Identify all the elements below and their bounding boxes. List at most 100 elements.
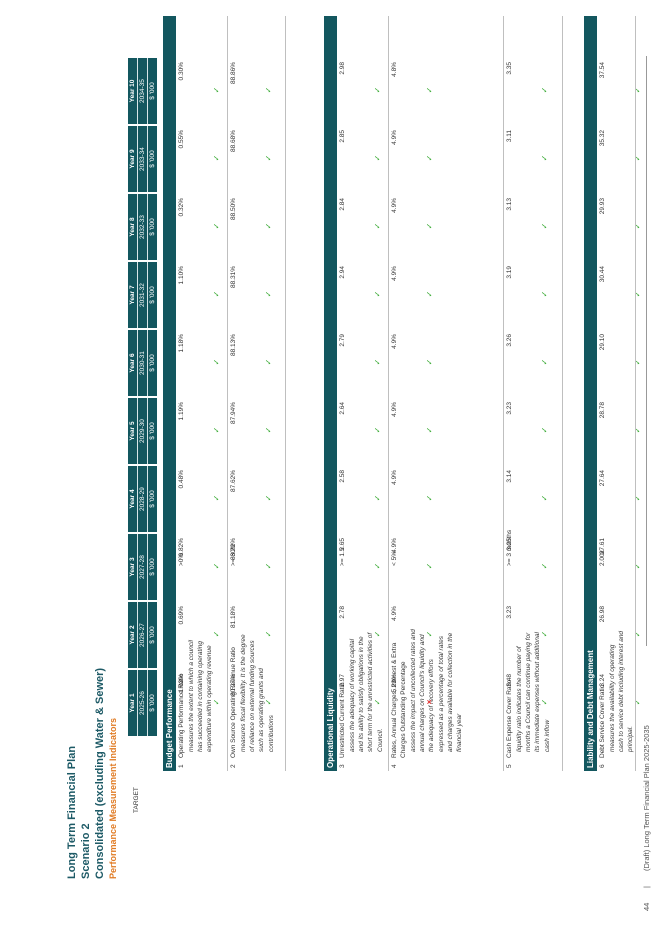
- indicator-description: has succeeded in containing operating: [197, 641, 205, 752]
- indicator-value: 5.23%: [391, 674, 398, 693]
- checkmark-icon: ✓: [373, 358, 382, 366]
- indicator-value: 3.24: [599, 674, 606, 687]
- checkmark-icon: ✓: [264, 562, 273, 570]
- indicator-number: 5: [506, 764, 513, 768]
- year-header-fy: 2027-28: [138, 534, 148, 600]
- year-header-unit: $ '000: [149, 286, 156, 304]
- indicator-description: financial year: [456, 713, 463, 752]
- year-header-unit: $ '000: [149, 82, 156, 100]
- row-divider: [285, 16, 286, 771]
- indicator-value: 2.98: [339, 62, 346, 75]
- indicator-number: 6: [599, 764, 606, 768]
- checkmark-icon: ✓: [264, 290, 273, 298]
- indicator-value: 0.55%: [178, 130, 185, 149]
- checkmark-icon: ✓: [540, 290, 549, 298]
- indicator-description: of reliance on external funding sources: [249, 640, 257, 752]
- indicator-value: 1.19%: [178, 402, 185, 421]
- year-header-label: Year 5: [128, 398, 138, 464]
- indicator-value: 26.98: [599, 606, 606, 623]
- indicator-value: 4.9%: [391, 334, 398, 349]
- year-header-fy: 2031-32: [138, 262, 148, 328]
- checkmark-icon: ✓: [425, 630, 434, 638]
- checkmark-icon: ✓: [540, 494, 549, 502]
- indicator-value: 0.30%: [178, 62, 185, 81]
- checkmark-icon: ✓: [212, 222, 221, 230]
- year-header-unit: $ '000: [149, 490, 156, 508]
- indicator-value: 2.94: [339, 266, 346, 279]
- indicator-value: 35.32: [599, 130, 606, 147]
- checkmark-icon: ✓: [212, 290, 221, 298]
- checkmark-icon: ✓: [212, 154, 221, 162]
- checkmark-icon: ✓: [425, 290, 434, 298]
- indicator-number: 2: [230, 764, 237, 768]
- consolidated-title: Consolidated (excluding Water & Sewer): [94, 667, 106, 879]
- checkmark-icon: ✓: [264, 426, 273, 434]
- indicator-value: 87.62%: [230, 470, 237, 493]
- year-header-fy: 2032-33: [138, 194, 148, 260]
- year-header-unit: $ '000: [149, 694, 156, 712]
- checkmark-icon: ✓: [373, 290, 382, 298]
- indicator-value: 3.48: [506, 674, 513, 687]
- checkmark-icon: ✓: [425, 154, 434, 162]
- indicator-value: 2.79: [339, 334, 346, 347]
- indicator-value: 87.94%: [230, 402, 237, 425]
- row-divider: [503, 16, 504, 771]
- checkmark-icon: ✓: [540, 630, 549, 638]
- indicator-value: 4.9%: [391, 130, 398, 145]
- indicator-value: 88.31%: [230, 266, 237, 289]
- indicator-number: 1: [178, 764, 185, 768]
- indicator-description: assess the adequacy of working capital: [349, 638, 356, 752]
- checkmark-icon: ✓: [425, 222, 434, 230]
- indicator-value: 3.25: [506, 538, 513, 551]
- year-header-unit: $ '000: [149, 558, 156, 576]
- year-header-unit: $ '000: [149, 354, 156, 372]
- indicator-value: 0.32%: [178, 198, 185, 217]
- year-header-fy: 2029-30: [138, 398, 148, 464]
- checkmark-icon: ✓: [373, 494, 382, 502]
- year-header-label: Year 6: [128, 330, 138, 396]
- checkmark-icon: ✓: [264, 222, 273, 230]
- indicator-value: 3.26: [506, 334, 513, 347]
- section-header: Operational Liquidity: [324, 16, 337, 771]
- indicator-value: 4.9%: [391, 266, 398, 281]
- indicator-value: 3.13: [506, 198, 513, 211]
- indicator-value: 3.19: [506, 266, 513, 279]
- indicator-value: 29.93: [599, 198, 606, 215]
- year-header-label: Year 2: [128, 602, 138, 668]
- year-header-unit: $ '000: [149, 626, 156, 644]
- indicator-value: 1.18%: [178, 334, 185, 353]
- footer-text: (Draft) Long Term Financial Plan 2025-20…: [642, 725, 651, 871]
- year-header-unit: $ '000: [149, 422, 156, 440]
- indicator-name-line2: Charges Outstanding Percentage: [400, 661, 407, 758]
- section-header: Budget Performance: [163, 16, 176, 771]
- indicator-description: and its ability to satisfy obligations i…: [358, 636, 366, 752]
- checkmark-icon: ✓: [212, 426, 221, 434]
- indicator-value: 2.58: [339, 470, 346, 483]
- checkmark-icon: ✓: [373, 86, 382, 94]
- indicator-value: 2.65: [339, 538, 346, 551]
- checkmark-icon: ✓: [373, 222, 382, 230]
- indicator-value: 4.9%: [391, 402, 398, 417]
- indicator-value: 88.68%: [230, 130, 237, 153]
- year-header-fy: 2033-34: [138, 126, 148, 192]
- row-divider: [562, 16, 563, 771]
- indicator-value: 0.69%: [178, 606, 185, 625]
- footer-separator: |: [642, 886, 651, 888]
- indicator-value: 28.78: [599, 402, 606, 419]
- checkmark-icon: ✓: [264, 630, 273, 638]
- indicator-value: 3.23: [506, 402, 513, 415]
- year-header-label: Year 8: [128, 194, 138, 260]
- indicator-value: 2.97: [339, 674, 346, 687]
- checkmark-icon: ✓: [212, 562, 221, 570]
- year-header-fy: 2030-31: [138, 330, 148, 396]
- doc-title: Long Term Financial Plan: [66, 745, 78, 879]
- checkmark-icon: ✓: [264, 698, 273, 706]
- indicator-value: 3.35: [506, 62, 513, 75]
- checkmark-icon: ✓: [212, 358, 221, 366]
